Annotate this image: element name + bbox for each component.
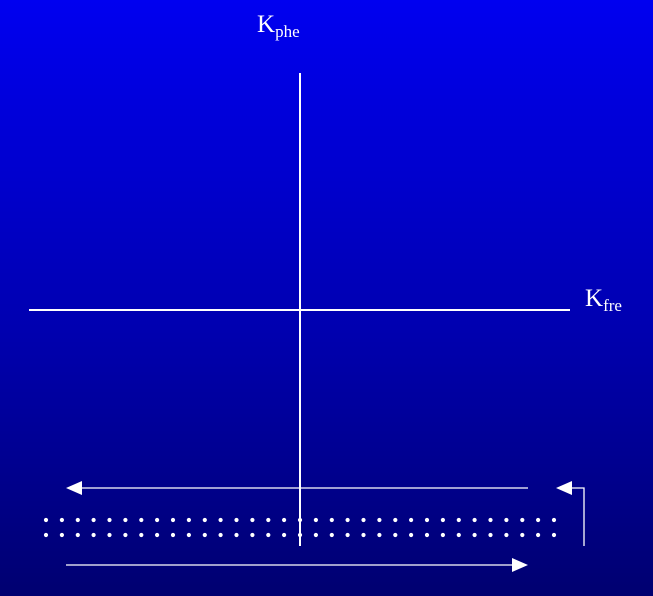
return-arrow-bracket (572, 487, 585, 546)
band-dot (123, 517, 128, 523)
band-dot (361, 517, 366, 523)
return-arrow-left (556, 481, 585, 546)
band-dot (424, 532, 430, 538)
band-dot (345, 517, 350, 523)
band-dot (520, 532, 525, 538)
band-dot (75, 532, 80, 538)
band-dot (202, 532, 207, 538)
band-dot (282, 532, 287, 538)
band-dot (504, 532, 509, 538)
band-dot (75, 517, 80, 523)
band-dot (520, 517, 525, 523)
band-dot (472, 532, 477, 538)
band-dot (297, 517, 303, 523)
return-arrow-head (556, 481, 572, 495)
band-dot (488, 517, 493, 523)
horizontal-axis-label-subscript: fre (603, 296, 622, 315)
band-dot (250, 532, 255, 538)
band-dot (393, 517, 398, 523)
band-dot (91, 517, 96, 523)
band-dot (234, 532, 239, 538)
band-dot (218, 532, 223, 538)
band-dot (139, 532, 144, 538)
band-dot (393, 532, 398, 538)
band-dot (472, 517, 477, 523)
band-dot (409, 517, 414, 523)
band-dot (504, 517, 509, 523)
band-dot (59, 517, 64, 523)
upper-arrow-head (66, 481, 82, 495)
vertical-axis-label-subscript: phe (275, 22, 300, 41)
band-dot (409, 532, 414, 538)
band-dot (551, 532, 557, 538)
lower-arrow-head (512, 558, 528, 572)
band-dot (551, 517, 557, 523)
band-dot (170, 532, 176, 538)
band-dot (329, 517, 334, 523)
band-dot (107, 532, 112, 538)
band-dot (43, 517, 49, 523)
band-dot (202, 517, 207, 523)
band-dot (266, 532, 271, 538)
horizontal-axis-label: Kfre (585, 285, 622, 314)
band-dot (440, 532, 445, 538)
dotted-band (43, 517, 557, 538)
band-dot (424, 517, 430, 523)
band-dot (107, 517, 112, 523)
band-dot (536, 532, 541, 538)
band-dot (313, 517, 318, 523)
band-dot (91, 532, 96, 538)
band-dot (345, 532, 350, 538)
band-dot (266, 517, 271, 523)
band-dot (139, 517, 144, 523)
band-dot (377, 517, 382, 523)
band-dot (440, 517, 445, 523)
band-dot (329, 532, 334, 538)
band-dot (250, 517, 255, 523)
band-dot (313, 532, 318, 538)
band-dot (123, 532, 128, 538)
band-dot (218, 517, 223, 523)
band-dot (282, 517, 287, 523)
band-dot (297, 532, 303, 538)
vertical-axis-label: Kphe (257, 11, 300, 40)
band-dot (536, 517, 541, 523)
band-dot (170, 517, 176, 523)
lower-arrow-right (66, 558, 528, 572)
upper-arrow-left (66, 481, 528, 495)
band-dot (488, 532, 493, 538)
band-dot (186, 517, 191, 523)
band-dot (43, 532, 49, 538)
band-dot (59, 532, 64, 538)
band-dot (155, 517, 160, 523)
band-dot (456, 517, 461, 523)
band-dot (234, 517, 239, 523)
band-dot (155, 532, 160, 538)
band-dot (456, 532, 461, 538)
band-dot (186, 532, 191, 538)
horizontal-axis-label-main: K (585, 285, 604, 312)
vertical-axis-label-main: K (257, 11, 276, 38)
band-dot (377, 532, 382, 538)
band-dot (361, 532, 366, 538)
